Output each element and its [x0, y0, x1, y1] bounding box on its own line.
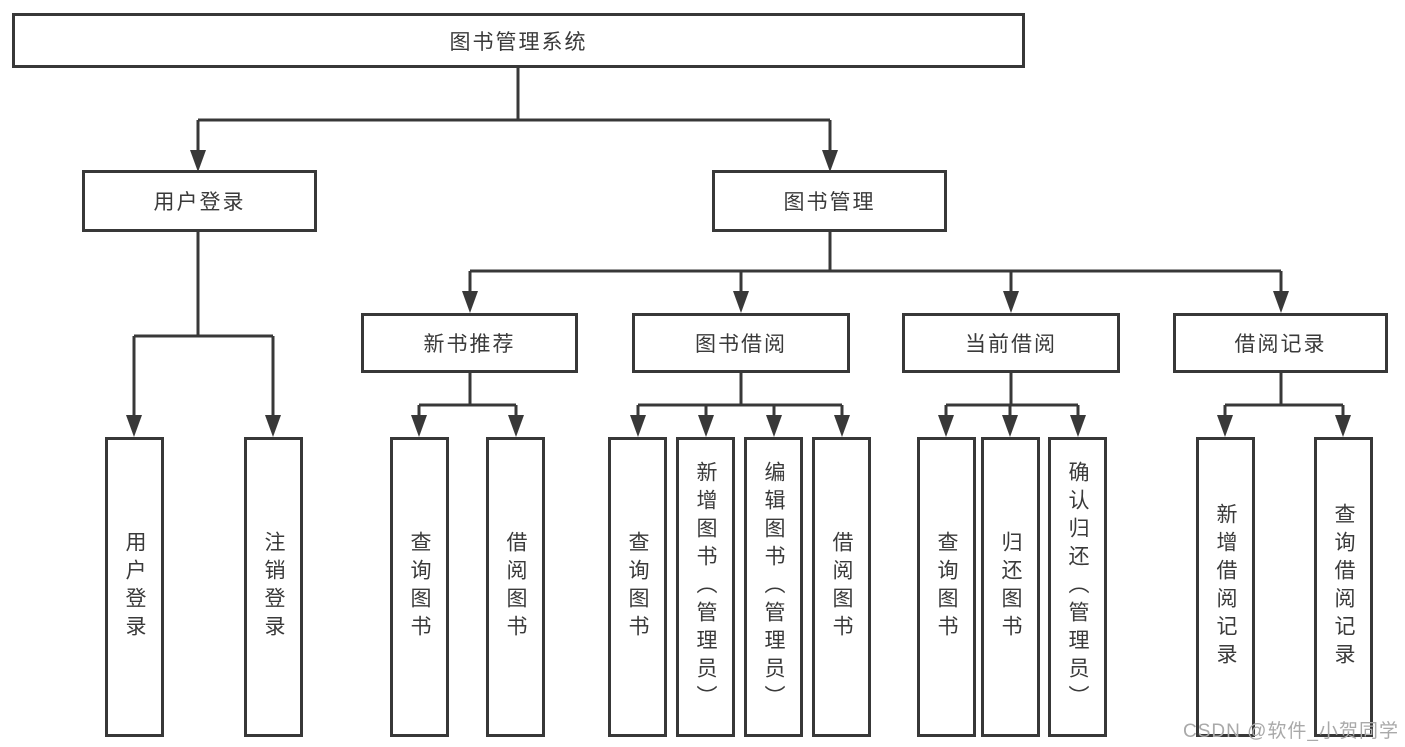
- leaf-edit-book-admin: 编辑图书（管理员）: [744, 437, 803, 737]
- csdn-watermark: CSDN @软件_小贺同学: [1183, 721, 1399, 742]
- node-borrow-records: 借阅记录: [1173, 313, 1388, 373]
- leaf-query-books: 查询图书: [917, 437, 976, 737]
- leaf-user-login: 用户登录: [105, 437, 164, 737]
- leaf-label: 查询借阅记录: [1332, 503, 1355, 671]
- leaf-add-borrow-record: 新增借阅记录: [1196, 437, 1255, 737]
- node-label: 当前借阅: [965, 333, 1057, 356]
- node-label: 新书推荐: [423, 333, 516, 356]
- leaf-label: 编辑图书（管理员）: [762, 461, 785, 713]
- leaf-label: 借阅图书: [504, 531, 527, 643]
- node-label: 图书管理: [783, 191, 876, 214]
- leaf-label: 借阅图书: [830, 531, 853, 643]
- leaf-label: 归还图书: [999, 531, 1022, 643]
- leaf-add-book-admin: 新增图书（管理员）: [676, 437, 735, 737]
- node-label: 图书管理系统: [449, 30, 588, 54]
- leaf-query-borrow-record: 查询借阅记录: [1314, 437, 1373, 737]
- node-new-book-recommend: 新书推荐: [361, 313, 578, 373]
- node-label: 图书借阅: [695, 333, 787, 356]
- node-book-management: 图书管理: [712, 170, 947, 232]
- node-label: 借阅记录: [1234, 333, 1327, 356]
- leaf-logout: 注销登录: [244, 437, 303, 737]
- leaf-borrow-books: 借阅图书: [486, 437, 545, 737]
- leaf-label: 查询图书: [626, 531, 649, 643]
- leaf-label: 确认归还（管理员）: [1066, 461, 1089, 713]
- leaf-return-books: 归还图书: [981, 437, 1040, 737]
- node-book-borrow: 图书借阅: [632, 313, 850, 373]
- node-user-login: 用户登录: [82, 170, 317, 232]
- leaf-label: 查询图书: [935, 531, 958, 643]
- leaf-query-books: 查询图书: [390, 437, 449, 737]
- leaf-label: 用户登录: [123, 531, 146, 643]
- leaf-query-books: 查询图书: [608, 437, 667, 737]
- node-label: 用户登录: [153, 191, 246, 214]
- leaf-label: 新增图书（管理员）: [694, 461, 717, 713]
- leaf-confirm-return-admin: 确认归还（管理员）: [1048, 437, 1107, 737]
- leaf-label: 新增借阅记录: [1214, 503, 1237, 671]
- leaf-label: 注销登录: [262, 531, 285, 643]
- leaf-borrow-books: 借阅图书: [812, 437, 871, 737]
- node-current-borrow: 当前借阅: [902, 313, 1120, 373]
- node-library-management-system: 图书管理系统: [12, 13, 1025, 68]
- leaf-label: 查询图书: [408, 531, 431, 643]
